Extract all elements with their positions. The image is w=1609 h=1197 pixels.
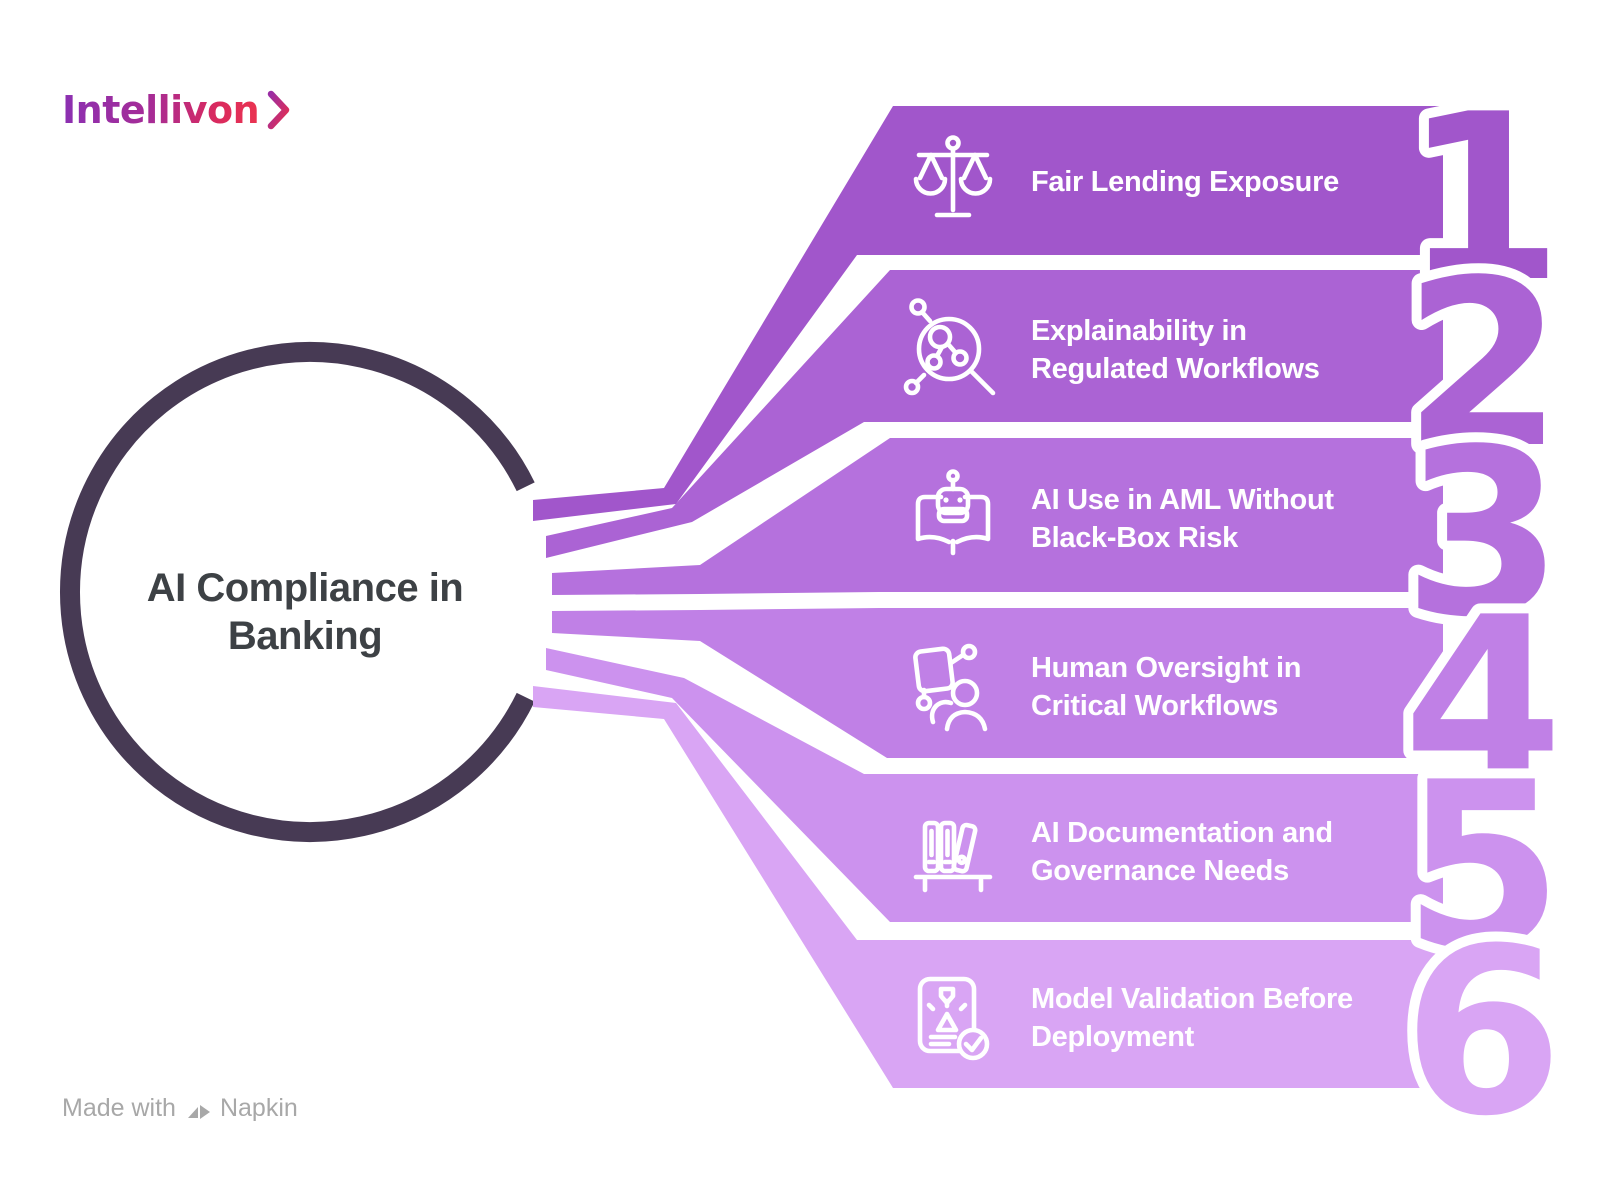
step-number-5: 5 [1403, 734, 1563, 1001]
band-3-label-line1: AI Use in AML Without [1031, 484, 1334, 516]
brand-logo-text: Intellivon [62, 88, 260, 132]
step-number-3: 3 [1403, 401, 1563, 668]
hub-circle [59, 342, 535, 842]
band-6-ribbon [533, 686, 1443, 1088]
band-1-label-line1: Fair Lending Exposure [1031, 166, 1339, 198]
band-4-label-line2: Critical Workflows [1031, 690, 1278, 722]
step-number-2: 2 [1403, 232, 1563, 499]
band-2-label-line1: Explainability in [1031, 315, 1247, 347]
band-5-label-line2: Governance Needs [1031, 855, 1289, 887]
band-6-label-line2: Deployment [1031, 1021, 1195, 1053]
band-2: Explainability in Regulated Workflows [546, 270, 1443, 558]
brand-logo: Intellivon [62, 88, 291, 132]
document-check-icon [917, 976, 990, 1061]
made-with-napkin: Made with Napkin [62, 1094, 298, 1123]
band-5-ribbon [546, 648, 1443, 922]
band-5: AI Documentation and Governance Needs [546, 648, 1443, 922]
magnifier-network-icon [903, 298, 996, 396]
balance-scale-icon [913, 135, 993, 218]
robot-book-icon [915, 469, 991, 556]
hub-title-line2: Banking [228, 614, 382, 658]
hub-title-line1: AI Compliance in [147, 566, 464, 610]
band-4-label-line1: Human Oversight in [1031, 652, 1301, 684]
band-3-label-line2: Black-Box Risk [1031, 522, 1239, 554]
hub-title: AI Compliance in Banking [147, 566, 464, 658]
band-3-ribbon [552, 438, 1443, 595]
step-numbers: 1 2 3 4 5 6 [1393, 56, 1573, 1177]
step-number-4: 4 [1403, 569, 1563, 836]
napkin-logo-icon [187, 1104, 210, 1119]
band-4: Human Oversight in Critical Workflows [552, 608, 1443, 758]
bookshelf-icon [913, 820, 993, 893]
napkin-brand-text: Napkin [219, 1094, 298, 1122]
band-4-ribbon [552, 608, 1443, 758]
band-1-ribbon [533, 106, 1443, 521]
brand-chevron-icon [267, 90, 290, 130]
step-number-1: 1 [1403, 66, 1563, 333]
band-2-label-line2: Regulated Workflows [1031, 353, 1320, 385]
human-oversight-icon [913, 643, 988, 732]
band-6: Model Validation Before Deployment [533, 686, 1443, 1088]
band-2-ribbon [546, 270, 1443, 558]
band-5-label-line1: AI Documentation and [1031, 817, 1333, 849]
band-1: Fair Lending Exposure [533, 106, 1443, 521]
band-3: AI Use in AML Without Black-Box Risk [552, 438, 1443, 595]
band-6-label-line1: Model Validation Before [1031, 983, 1353, 1015]
step-number-6: 6 [1403, 900, 1563, 1167]
made-with-text: Made with [62, 1094, 176, 1122]
